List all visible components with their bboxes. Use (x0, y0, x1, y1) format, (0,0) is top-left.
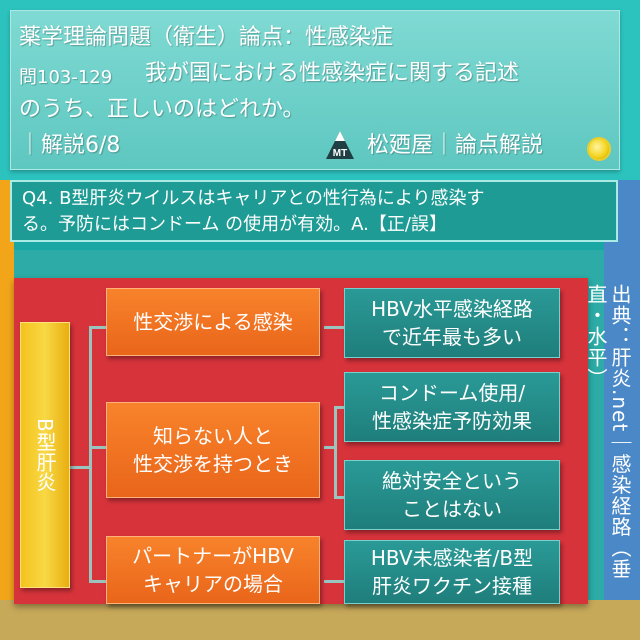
header-panel: 薬学理論問題（衛生）論点：性感染症 問103-129 我が国における性感染症に関… (10, 10, 620, 170)
background-right-stripe (604, 180, 640, 640)
detail-node-3-label: HBV未感染者/B型 肝炎ワクチン接種 (370, 546, 534, 598)
question-number: 問103-129 (19, 67, 113, 88)
branch-node-2-label: 知らない人と 性交渉を持つとき (133, 424, 293, 476)
detail-node-3: HBV未感染者/B型 肝炎ワクチン接種 (344, 540, 560, 604)
branch-node-3: パートナーがHBV キャリアの場合 (106, 536, 320, 604)
question-text-line1: 我が国における性感染症に関する記述 (145, 61, 520, 86)
brand-name: 松廼屋｜論点解説 (367, 133, 544, 158)
detail-node-2a: コンドーム使用/ 性感染症予防効果 (344, 372, 560, 442)
connector-detail2a (334, 406, 344, 409)
background-bottom (0, 600, 640, 640)
connector-branch1 (89, 326, 107, 329)
diagram-panel: B型肝炎 性交渉による感染 知らない人と 性交渉を持つとき パートナーがHBV … (14, 278, 588, 604)
source-citation: 出典：肝炎.net｜感染経路（垂 直・水平） (584, 284, 632, 580)
detail-node-1: HBV水平感染経路 で近年最も多い (344, 288, 560, 358)
question-bar: Q4. B型肝炎ウイルスはキャリアとの性行為により感染す る。予防にはコンドーム… (10, 180, 618, 242)
connector-detail2b (334, 496, 344, 499)
background-left-stripe (0, 180, 14, 640)
detail-node-2b-label: 絶対安全という ことはない (382, 469, 522, 521)
connector-trunk (89, 326, 92, 582)
connector-detail2-stem (324, 446, 336, 449)
question-line2: る。予防にはコンドーム の使用が有効。A.【正/誤】 (22, 214, 447, 235)
connector-detail2-split (334, 406, 337, 498)
root-node-label: B型肝炎 (33, 418, 57, 492)
branch-node-1: 性交渉による感染 (106, 288, 320, 356)
detail-node-2a-label: コンドーム使用/ 性感染症予防効果 (372, 381, 532, 433)
coin-icon (587, 137, 611, 161)
page-title: 薬学理論問題（衛生）論点：性感染症 (19, 25, 394, 50)
explanation-page-indicator: ｜解説6/8 (19, 133, 121, 158)
branch-node-2: 知らない人と 性交渉を持つとき (106, 402, 320, 498)
connector-branch3 (89, 580, 107, 583)
connector-detail3 (324, 580, 344, 583)
branch-node-3-label: パートナーがHBV キャリアの場合 (132, 544, 294, 596)
mt-logo-icon: MT (326, 131, 354, 159)
logo-text: MT (333, 148, 347, 159)
question-line1: Q4. B型肝炎ウイルスはキャリアとの性行為により感染す (22, 188, 485, 209)
root-node: B型肝炎 (20, 322, 70, 588)
question-text-line2: のうち、正しいのはどれか。 (19, 97, 305, 122)
connector-detail1 (324, 326, 344, 329)
connector-root (70, 466, 90, 469)
branch-node-1-label: 性交渉による感染 (133, 310, 293, 334)
detail-node-2b: 絶対安全という ことはない (344, 460, 560, 530)
connector-branch2 (89, 446, 107, 449)
detail-node-1-label: HBV水平感染経路 で近年最も多い (371, 297, 533, 349)
